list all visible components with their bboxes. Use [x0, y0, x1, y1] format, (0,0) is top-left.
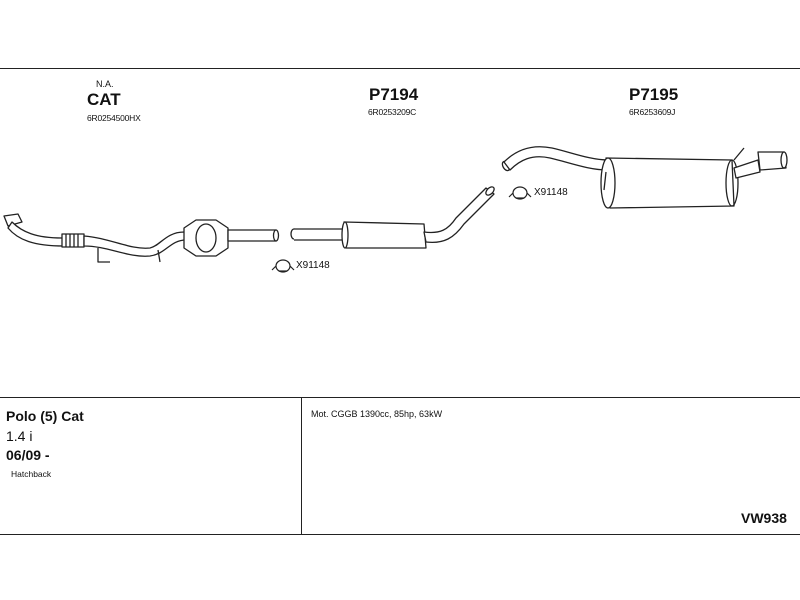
flex-pipe — [61, 233, 85, 248]
diagram-frame — [0, 68, 800, 535]
divider-vertical — [301, 397, 302, 534]
clamp-icon — [508, 186, 532, 200]
p7194-assembly — [290, 186, 495, 249]
cat-part-number: 6R0254500HX — [87, 113, 141, 123]
cat-body — [183, 219, 229, 257]
p7195-inlet-pipe — [503, 146, 609, 171]
front-flange — [3, 213, 23, 227]
clamp-label: X91148 — [534, 187, 568, 198]
p7194-inlet-pipe — [294, 228, 345, 241]
engine-info: Mot. CGGB 1390cc, 85hp, 63kW — [311, 409, 443, 419]
p7195-silencer-body — [605, 157, 735, 209]
p7195-assembly — [501, 146, 788, 209]
downpipe — [7, 221, 65, 247]
p7194-code: P7194 — [369, 85, 419, 104]
p7194-tailpipe — [423, 187, 495, 244]
hanger-hook — [97, 248, 110, 263]
cat-outlet-pipe — [227, 229, 277, 242]
vehicle-engine-size: 1.4 i — [6, 428, 33, 444]
p7195-tailpipe-tip — [757, 151, 787, 171]
mid-pipe — [83, 231, 187, 257]
cat-assembly — [3, 213, 280, 263]
clamp-icon — [271, 259, 295, 273]
kit-code: VW938 — [741, 510, 787, 526]
p7194-part-number: 6R0253209C — [368, 107, 417, 117]
cat-code: CAT — [87, 90, 121, 109]
p7194-silencer-body — [343, 221, 427, 249]
vehicle-date: 06/09 - — [6, 447, 50, 463]
vehicle-body: Hatchback — [11, 469, 52, 479]
divider-horizontal — [0, 397, 800, 398]
rear-hanger — [733, 147, 745, 161]
vehicle-model: Polo (5) Cat — [6, 408, 84, 424]
p7195-code: P7195 — [629, 85, 679, 104]
clamp-label: X91148 — [296, 260, 330, 271]
p7195-part-number: 6R6253609J — [629, 107, 676, 117]
p7195-outlet-pipe — [733, 159, 761, 179]
cat-prefix: N.A. — [96, 79, 114, 89]
